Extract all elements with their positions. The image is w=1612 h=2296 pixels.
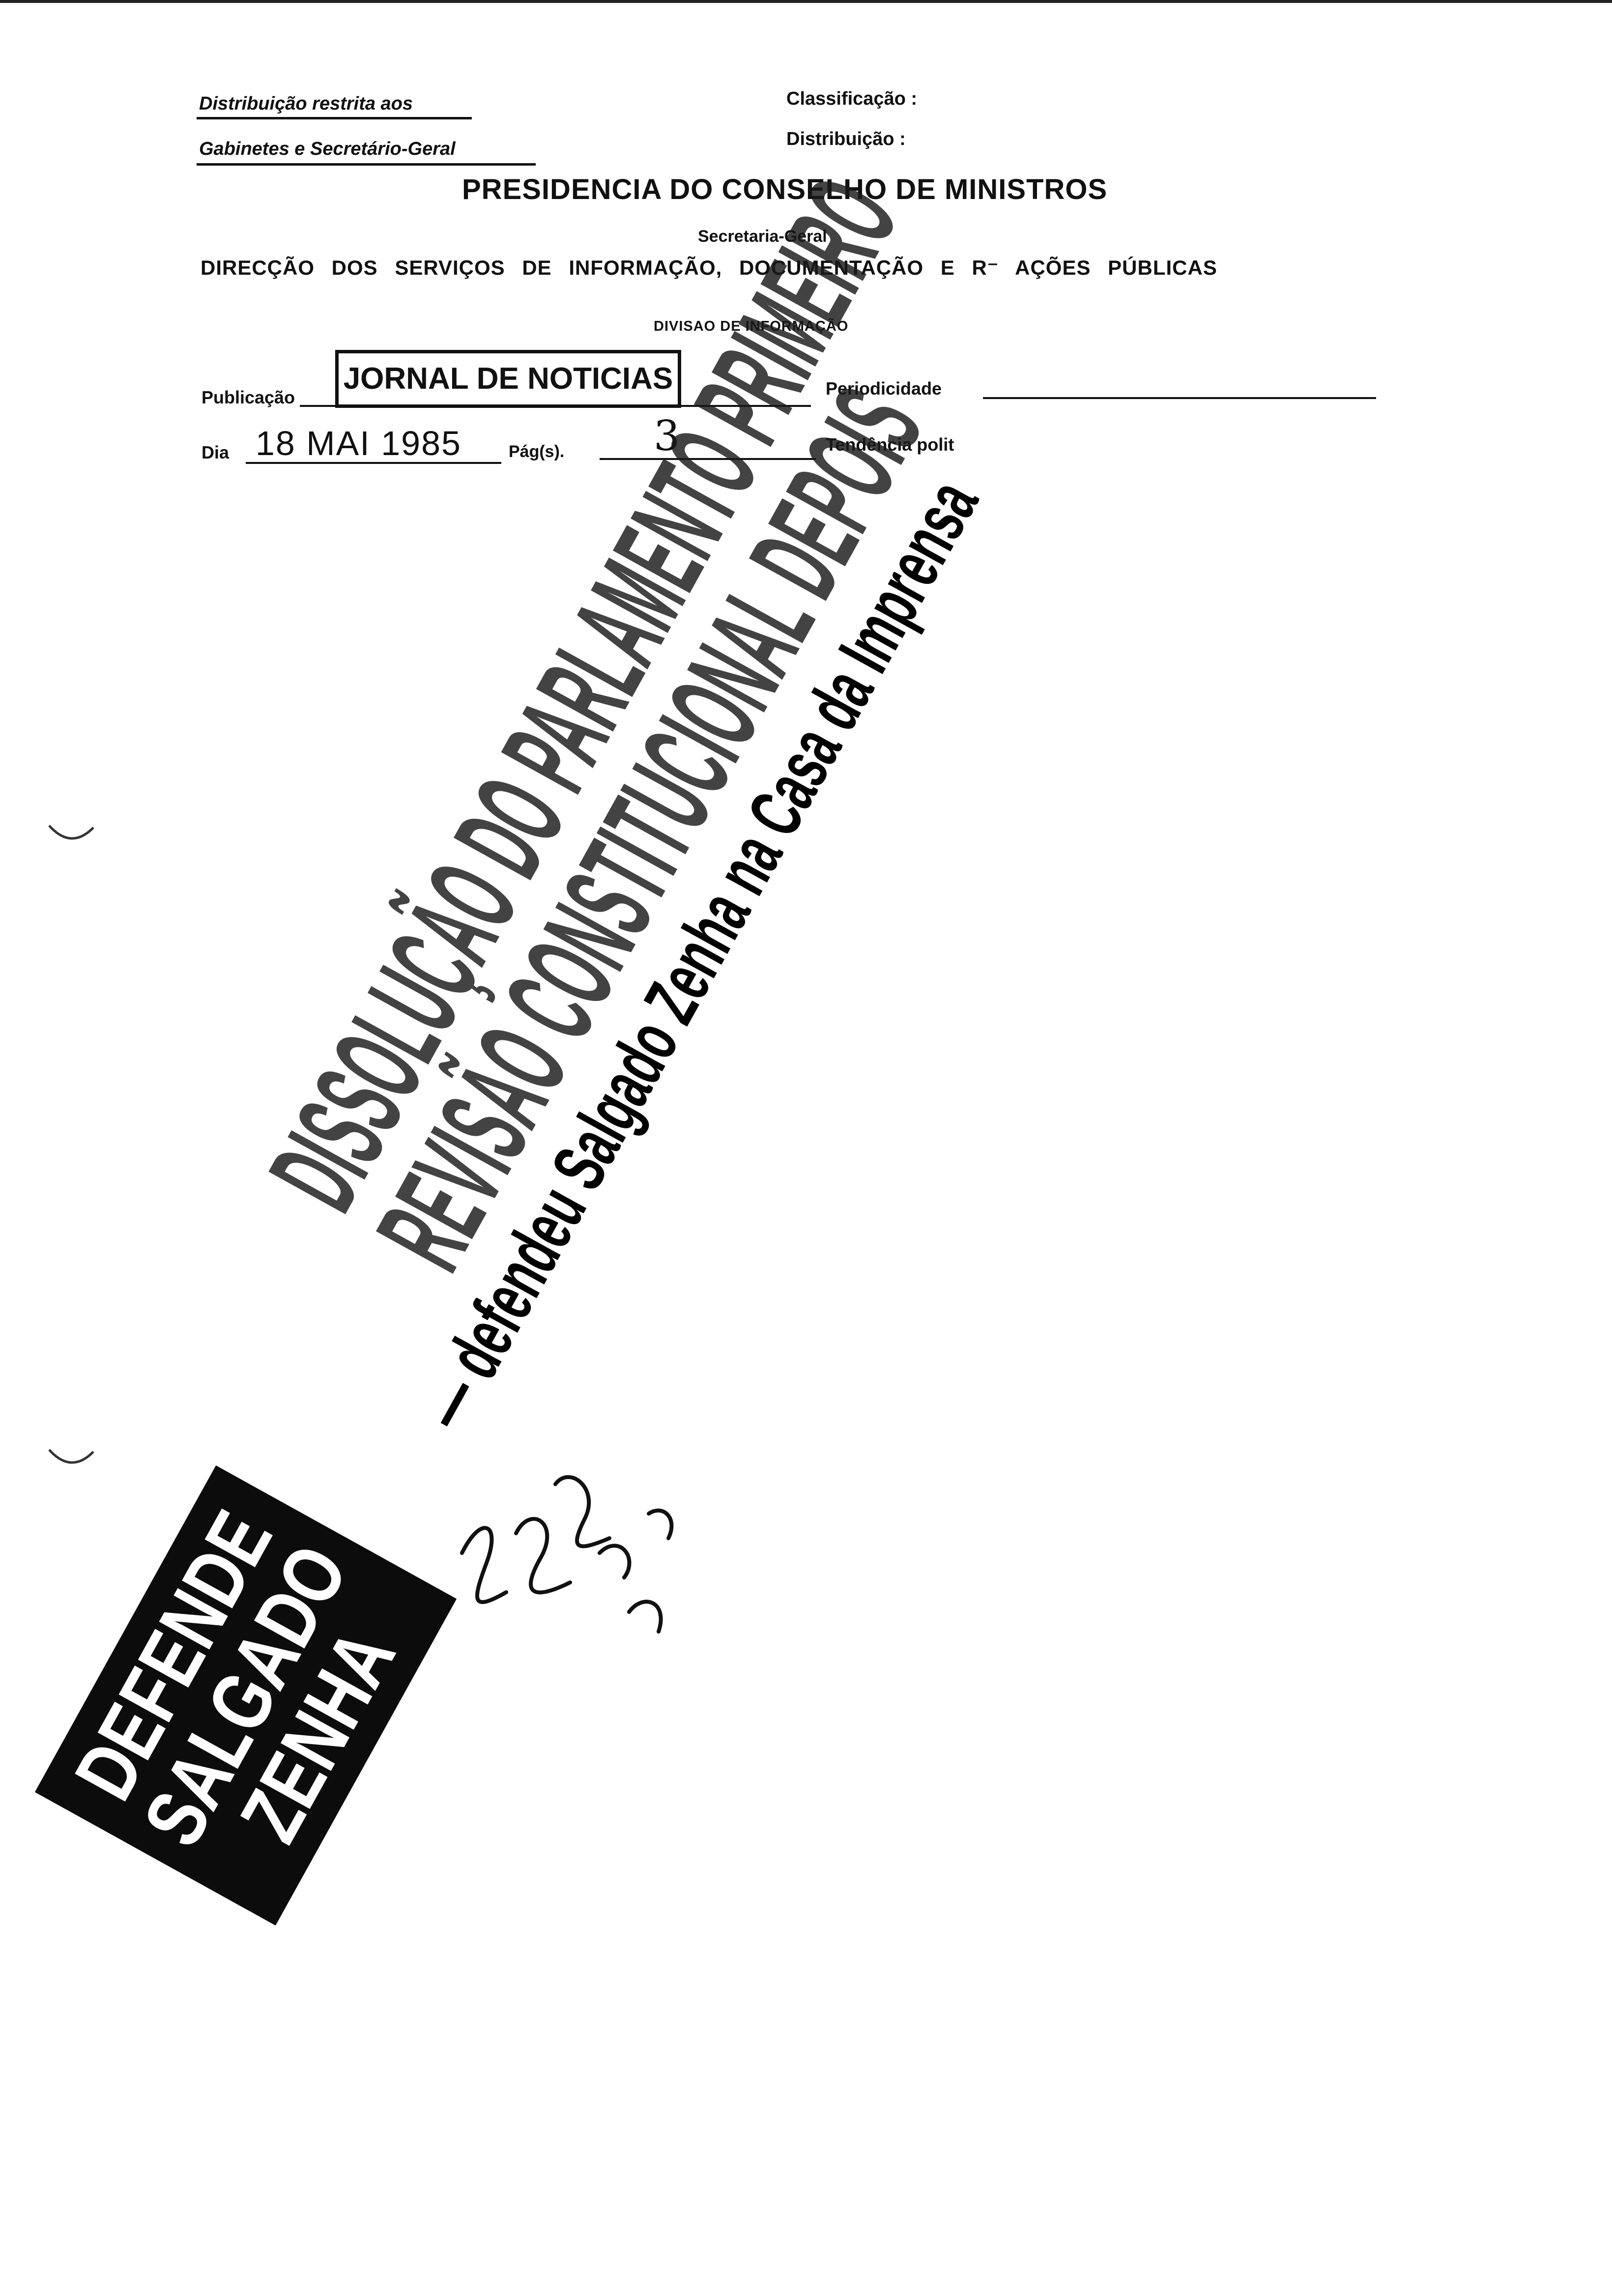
distribution-label: Distribuição : — [786, 129, 906, 149]
periodicity-field-line — [983, 397, 1376, 399]
page-value: 3 — [654, 412, 680, 460]
restriction-underline-2 — [197, 163, 536, 166]
restriction-underline-1 — [197, 117, 472, 119]
division-title: DIVISAO DE INFORMAÇÃO — [654, 318, 849, 334]
direction-title: DIRECÇÃO DOS SERVIÇOS DE INFORMAÇÃO, DOC… — [201, 256, 1217, 279]
restriction-line-1: Distribuição restrita aos — [199, 93, 413, 114]
tendency-label: Tendência polit — [826, 434, 954, 455]
secretariat-subtitle: Secretaria-Geral — [698, 227, 827, 246]
handwritten-signature — [460, 1475, 674, 1634]
publication-label: Publicação — [202, 387, 295, 407]
page-field-line — [600, 458, 816, 460]
punch-hole-mark-top — [48, 825, 94, 840]
restriction-line-2: Gabinetes e Secretário-Geral — [199, 139, 456, 159]
top-border-line — [0, 0, 1612, 3]
day-label: Dia — [202, 442, 230, 462]
publication-field-line — [300, 405, 811, 407]
classification-label: Classificação : — [786, 88, 918, 109]
periodicity-label: Periodicidade — [826, 378, 942, 399]
institution-title: PRESIDENCIA DO CONSELHO DE MINISTROS — [462, 173, 1108, 205]
page-label: Pág(s). — [509, 442, 565, 461]
day-value: 18 MAI 1985 — [256, 424, 461, 462]
day-field-line — [246, 462, 501, 464]
punch-hole-mark-bottom — [48, 1449, 94, 1464]
